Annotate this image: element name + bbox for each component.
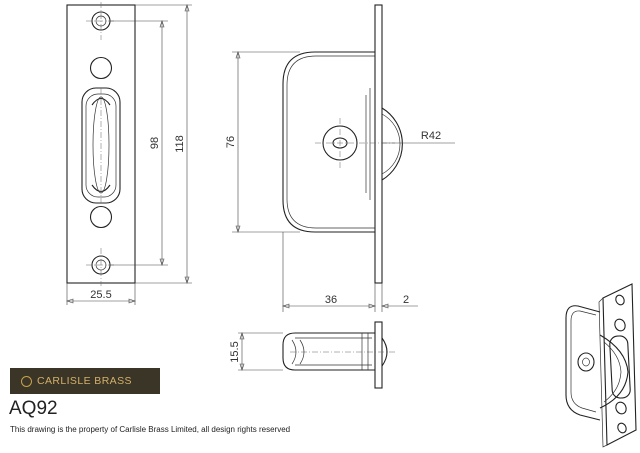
carlisle-brass-logo: CARLISLE BRASS xyxy=(10,368,160,394)
dim-body-height: 76 xyxy=(225,136,237,148)
front-view xyxy=(66,2,136,286)
face-plate-edge xyxy=(374,4,383,284)
isometric-view xyxy=(565,283,637,448)
iso-face-plate xyxy=(602,283,637,446)
case-body xyxy=(282,51,375,233)
product-code: AQ92 xyxy=(9,398,58,419)
front-view-dimensions: 25.5 98 118 xyxy=(66,4,192,305)
plan-body xyxy=(282,332,375,371)
iso-wheel xyxy=(599,334,629,409)
plan-view: 15.5 xyxy=(229,321,395,389)
dim-face-width: 25.5 xyxy=(90,289,111,301)
iso-body xyxy=(565,305,601,421)
logo-text: CARLISLE BRASS xyxy=(37,375,132,387)
side-view xyxy=(282,4,403,284)
dim-body-depth: 36 xyxy=(325,294,337,306)
copyright-notice: This drawing is the property of Carlisle… xyxy=(10,425,291,434)
lower-round-hole xyxy=(89,205,113,229)
dim-fixing-centres: 98 xyxy=(149,137,161,149)
dim-plate-thickness: 2 xyxy=(403,294,409,306)
side-view-dimensions: 76 R42 36 2 xyxy=(225,51,455,312)
wheel-arc xyxy=(381,107,403,181)
brand-mark-icon xyxy=(21,375,32,387)
dim-wheel-radius: R42 xyxy=(421,130,441,142)
plan-face-plate xyxy=(374,321,383,389)
dim-face-length: 118 xyxy=(174,135,186,153)
upper-round-hole xyxy=(89,56,113,80)
dim-wheel-thickness: 15.5 xyxy=(229,341,241,362)
